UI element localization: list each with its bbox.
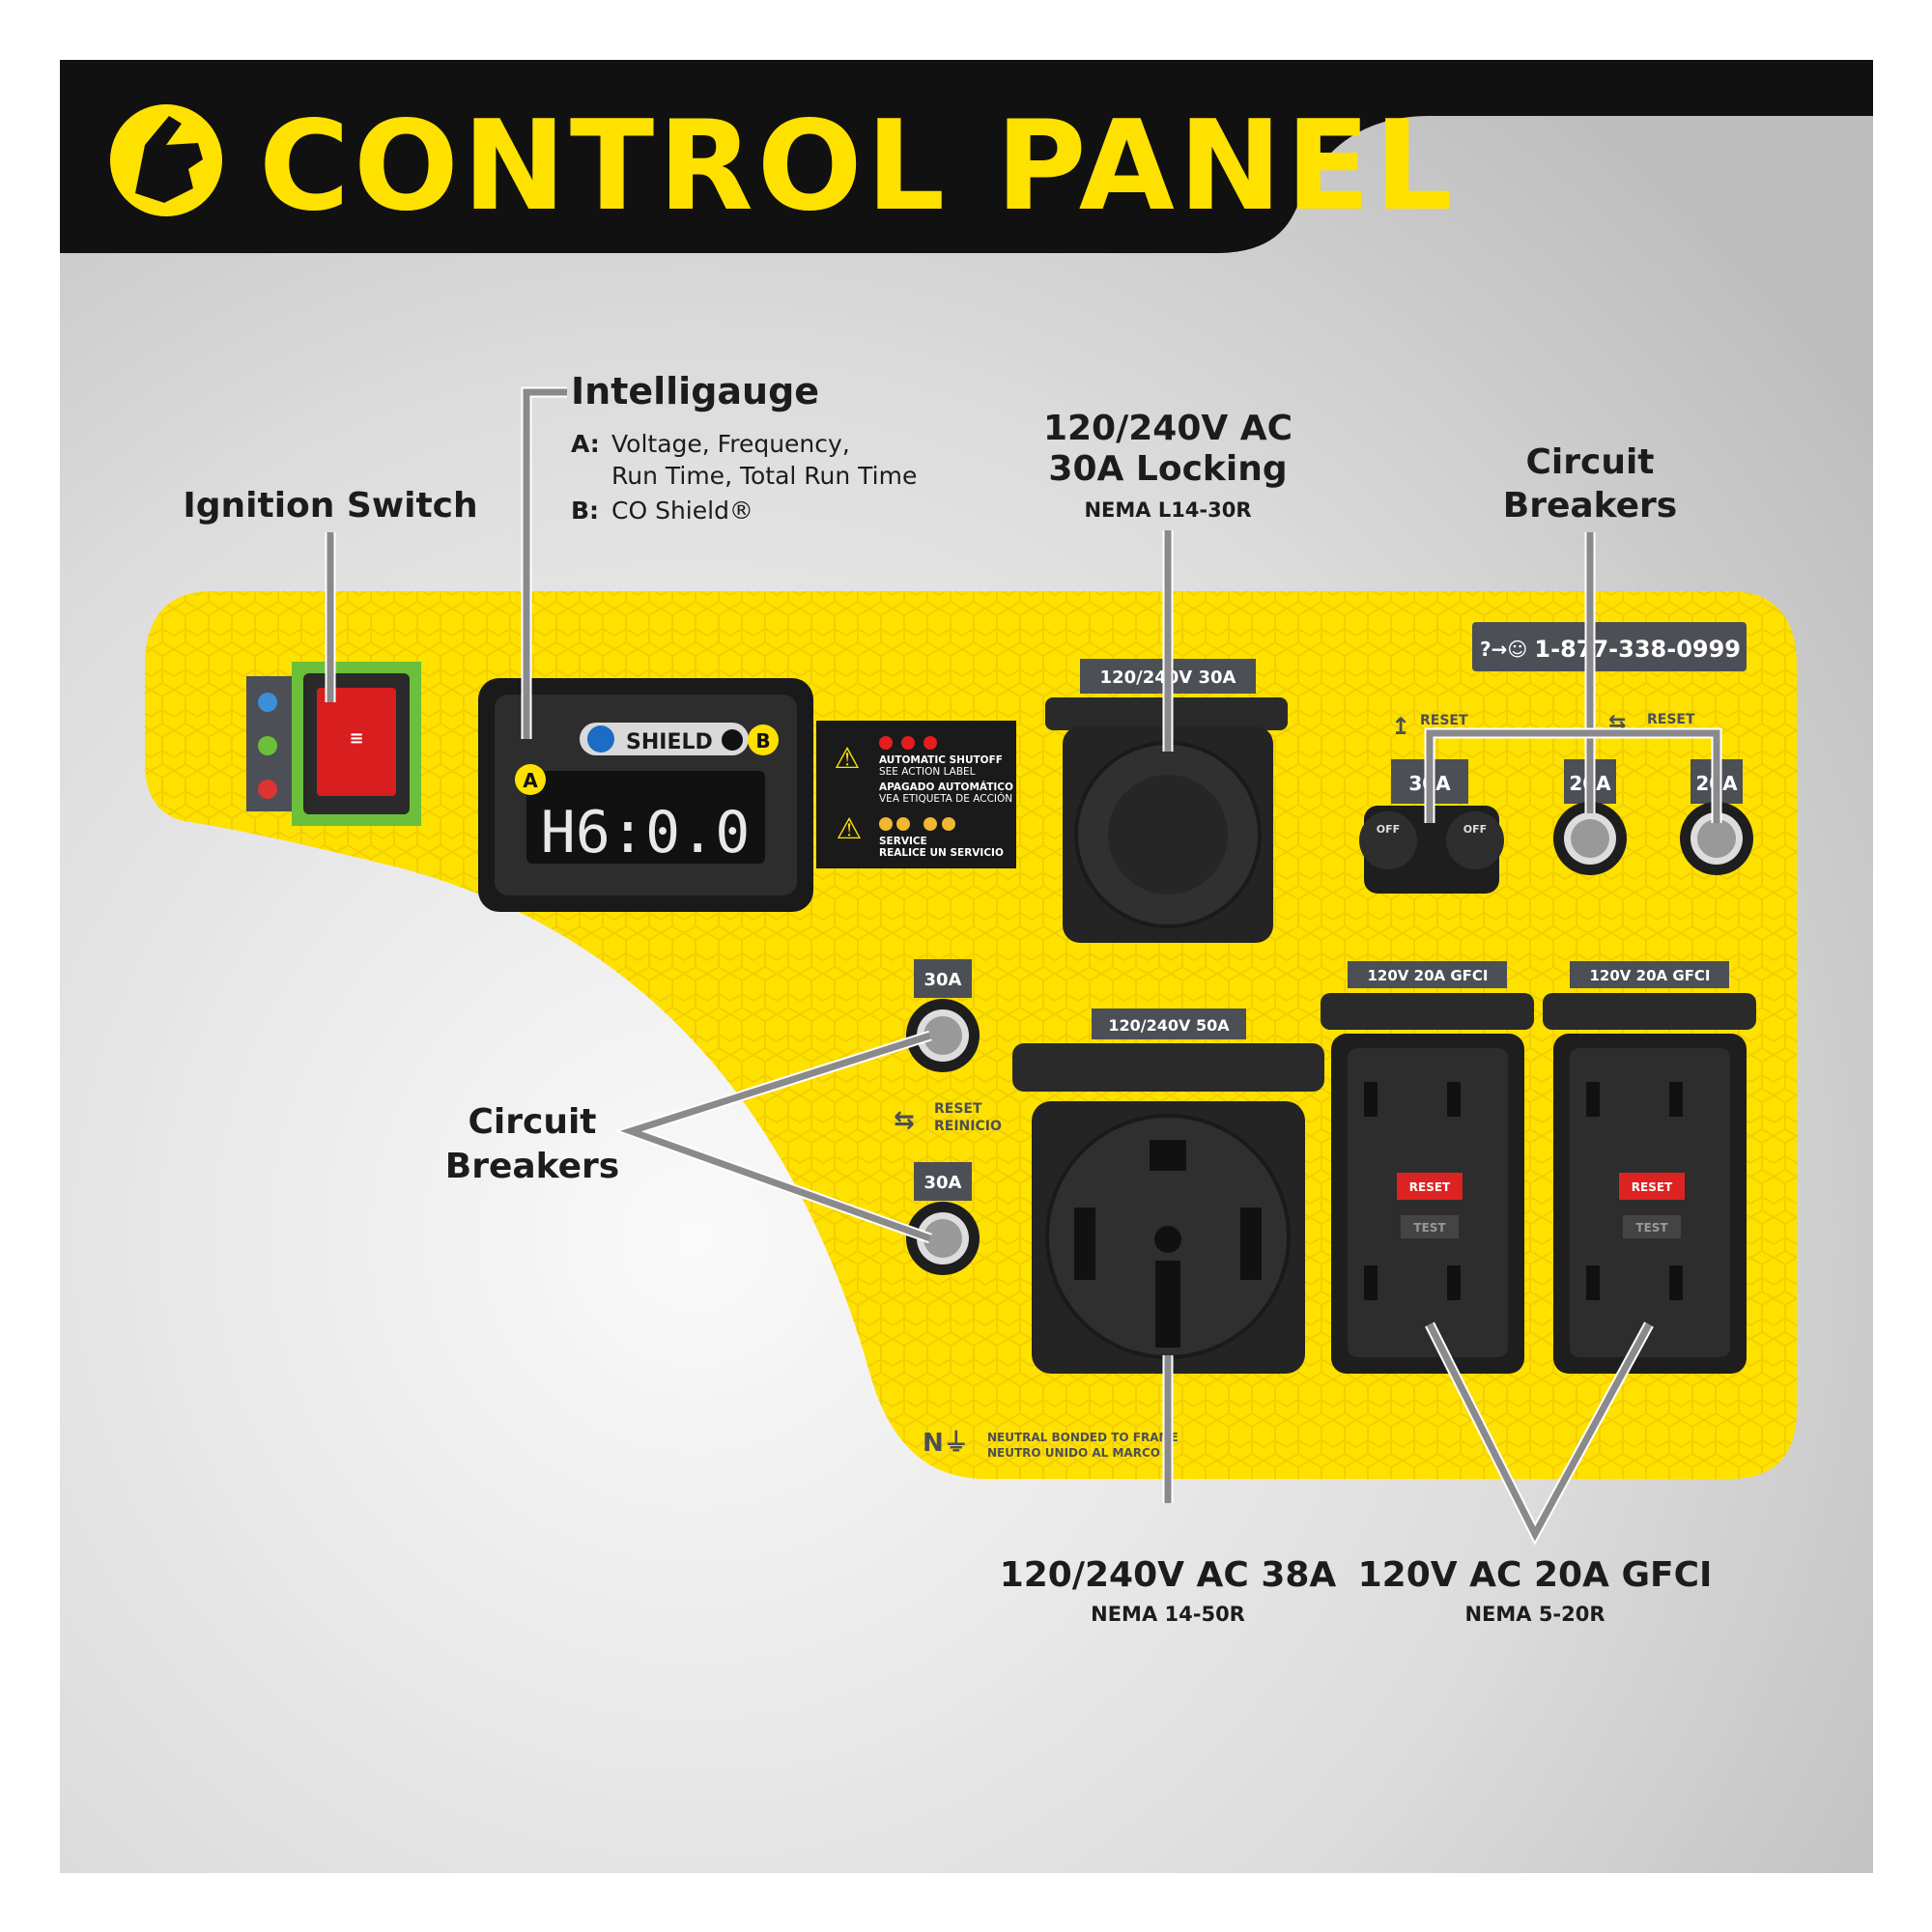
service-icon: ⚠ bbox=[837, 812, 863, 846]
off-icon bbox=[258, 780, 277, 799]
warning-text: REALICE UN SERVICIO bbox=[879, 847, 1004, 859]
marker-b: B bbox=[755, 729, 770, 753]
breaker-label: 30A bbox=[924, 970, 962, 990]
callout-lines bbox=[325, 386, 1722, 1546]
breaker-label: 30A bbox=[924, 1173, 962, 1193]
co-shield-label: SHIELD bbox=[626, 730, 713, 754]
gfci-reset-button[interactable] bbox=[1619, 1173, 1685, 1200]
detail-b: CO Shield® bbox=[611, 497, 753, 525]
warning-text: VEA ETIQUETA DE ACCIÓN bbox=[879, 792, 1012, 805]
neutral-note: NEUTRO UNIDO AL MARCO bbox=[987, 1446, 1160, 1460]
gfci-reset-label: RESET bbox=[1409, 1180, 1451, 1194]
intelligauge-display: SHIELD B A H6:0.0 bbox=[478, 678, 813, 912]
label-circuit-breakers-left: Breakers bbox=[445, 1147, 619, 1186]
label-gfci-nema: NEMA 5-20R bbox=[1464, 1603, 1605, 1626]
outlet-gfci-1[interactable]: RESET TEST 120V 20A GFCI bbox=[1321, 961, 1534, 1374]
detail-a: Run Time, Total Run Time bbox=[611, 462, 917, 490]
off-label: OFF bbox=[1377, 823, 1400, 836]
neutral-note: NEUTRAL BONDED TO FRAME bbox=[987, 1431, 1179, 1444]
label-circuit-breakers-top: Breakers bbox=[1503, 486, 1677, 526]
label-intelligauge: Intelligauge bbox=[571, 370, 819, 412]
ground-icon: N⏚ bbox=[923, 1429, 969, 1458]
label-locking-nema: NEMA L14-30R bbox=[1084, 498, 1251, 522]
reset-hand-icon: ⇆ bbox=[894, 1106, 915, 1135]
label-circuit-breakers-top: Circuit bbox=[1525, 442, 1654, 482]
header-bar bbox=[60, 60, 1873, 253]
outlet-label: 120V 20A GFCI bbox=[1368, 967, 1489, 984]
off-label: OFF bbox=[1463, 823, 1487, 836]
gfci-reset-button[interactable] bbox=[1397, 1173, 1463, 1200]
help-icon: ?→☺ bbox=[1480, 638, 1527, 661]
warning-text: SERVICE bbox=[879, 836, 927, 847]
breaker-30a-left-1[interactable]: 30A bbox=[906, 959, 980, 1072]
co-shield-button[interactable] bbox=[722, 729, 743, 751]
intelligauge-details: A: Voltage, Frequency, Run Time, Total R… bbox=[571, 430, 917, 525]
warning-text: APAGADO AUTOMÁTICO bbox=[879, 781, 1013, 793]
rocker-marks: ≡ bbox=[349, 728, 363, 749]
choke-icon bbox=[258, 693, 277, 712]
label-outlet-50: 120/240V AC 38A bbox=[1000, 1555, 1337, 1595]
reset-label: REINICIO bbox=[934, 1119, 1002, 1134]
reset-label: RESET bbox=[1647, 712, 1695, 727]
warning-icon: ⚠ bbox=[835, 742, 861, 776]
label-circuit-breakers-left: Circuit bbox=[468, 1102, 596, 1142]
key-a: A: bbox=[571, 430, 600, 458]
reset-label: RESET bbox=[934, 1101, 982, 1117]
warning-label: ⚠ AUTOMATIC SHUTOFF SEE ACTION LABEL APA… bbox=[816, 721, 1016, 868]
co-shield-badge bbox=[580, 723, 749, 755]
outlet-14-50r[interactable]: 120/240V 50A bbox=[1012, 1009, 1324, 1374]
gfci-test-label: TEST bbox=[1635, 1221, 1668, 1235]
gfci-test-label: TEST bbox=[1413, 1221, 1446, 1235]
label-locking-outlet: 120/240V AC bbox=[1043, 409, 1293, 448]
gfci-test-button[interactable] bbox=[1401, 1215, 1459, 1238]
outlet-gfci-2[interactable]: RESET TEST 120V 20A GFCI bbox=[1543, 961, 1756, 1374]
phone-badge: ?→☺ 1-877-338-0999 bbox=[1472, 622, 1747, 671]
reset-hand-icon: ↥ bbox=[1391, 713, 1410, 740]
marker-a: A bbox=[523, 769, 538, 792]
breaker-30a-left-2[interactable]: 30A bbox=[906, 1162, 980, 1275]
gfci-test-button[interactable] bbox=[1623, 1215, 1681, 1238]
outlet-label: 120V 20A GFCI bbox=[1590, 967, 1711, 984]
hand-pointer-icon bbox=[110, 104, 222, 216]
digital-readout: H6:0.0 bbox=[541, 799, 751, 867]
label-outlet-50-nema: NEMA 14-50R bbox=[1091, 1603, 1245, 1626]
gfci-reset-label: RESET bbox=[1632, 1180, 1673, 1194]
warning-text: SEE ACTION LABEL bbox=[879, 766, 976, 778]
phone-number: 1-877-338-0999 bbox=[1534, 636, 1741, 663]
detail-a: Voltage, Frequency, bbox=[611, 430, 850, 458]
page-title: CONTROL PANEL bbox=[259, 95, 1457, 239]
reset-label: RESET bbox=[1420, 713, 1468, 728]
key-b: B: bbox=[571, 497, 599, 525]
warning-text: AUTOMATIC SHUTOFF bbox=[879, 754, 1003, 766]
label-gfci: 120V AC 20A GFCI bbox=[1358, 1555, 1713, 1595]
ignition-switch[interactable]: ≡ bbox=[246, 662, 421, 826]
label-ignition-switch: Ignition Switch bbox=[183, 486, 477, 526]
outlet-label: 120/240V 50A bbox=[1108, 1016, 1230, 1035]
run-icon bbox=[258, 736, 277, 755]
label-locking-outlet: 30A Locking bbox=[1048, 449, 1287, 489]
